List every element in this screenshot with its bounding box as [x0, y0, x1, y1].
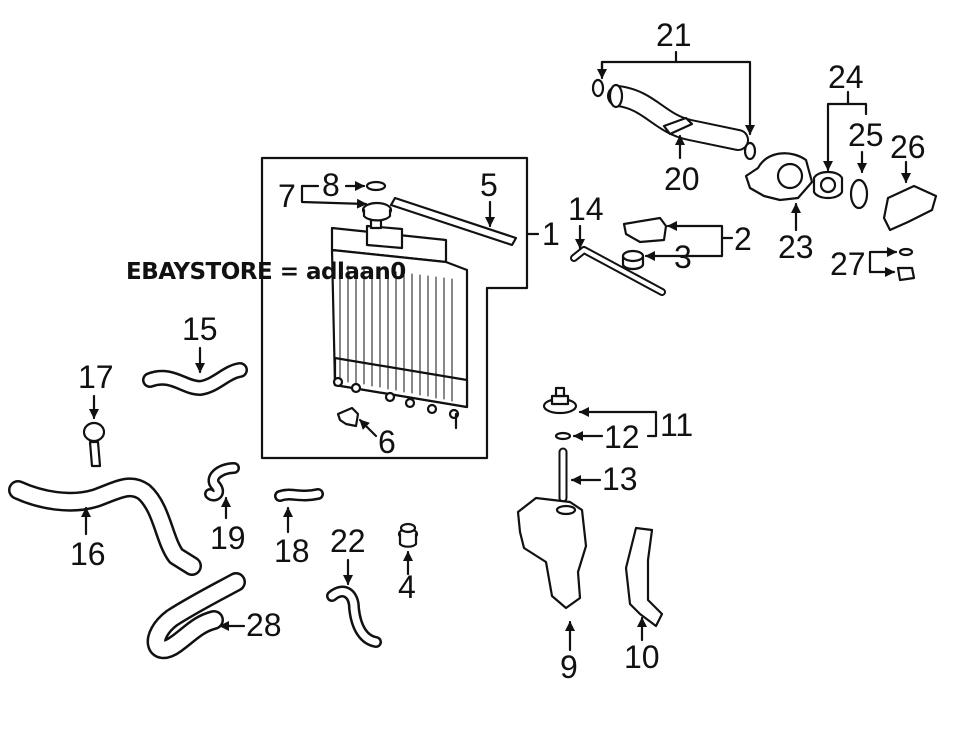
callout-23: 23 — [778, 229, 814, 265]
callout-24: 24 — [828, 59, 864, 95]
callout-1: 1 — [542, 216, 560, 252]
callout-13: 13 — [602, 461, 638, 497]
hose-18 — [274, 488, 324, 502]
reservoir-washer — [554, 431, 572, 441]
cap-seal-ring — [365, 180, 387, 192]
leader-lines — [81, 50, 911, 652]
bushing — [397, 522, 419, 548]
callout-18: 18 — [274, 533, 310, 569]
callout-16: 16 — [70, 536, 106, 572]
callout-3: 3 — [674, 239, 692, 275]
callout-17: 17 — [78, 359, 114, 395]
radiator-cap — [361, 201, 393, 222]
o-ring-right — [743, 141, 757, 161]
hose-28 — [146, 572, 246, 660]
callout-27: 27 — [830, 246, 866, 282]
radiator-seal-strip — [389, 196, 518, 247]
hose-clamp — [82, 421, 106, 468]
callout-21: 21 — [656, 17, 692, 53]
callout-11: 11 — [660, 407, 693, 443]
callout-4: 4 — [398, 569, 416, 605]
callout-12: 12 — [604, 419, 640, 455]
callout-15: 15 — [182, 311, 218, 347]
callout-25: 25 — [848, 117, 884, 153]
callout-7: 7 — [278, 178, 296, 214]
reservoir-bracket — [624, 526, 664, 628]
radiator-assembly-frame — [260, 156, 529, 460]
thermostat-gasket — [849, 178, 869, 210]
reservoir-cap — [542, 386, 578, 415]
water-inlet-pipe — [607, 83, 749, 151]
thermostat — [812, 170, 844, 200]
callout-6: 6 — [378, 424, 396, 460]
callout-22: 22 — [330, 523, 366, 559]
callout-2: 2 — [734, 221, 752, 257]
callout-8: 8 — [322, 167, 340, 203]
hose-22 — [326, 585, 382, 648]
radiator-core — [330, 214, 469, 430]
hose-19 — [204, 462, 240, 502]
coolant-reservoir — [516, 496, 588, 610]
lower-radiator-mount — [336, 406, 360, 428]
bleed-washer — [898, 247, 914, 257]
callout-5: 5 — [480, 167, 498, 203]
callout-28: 28 — [246, 607, 282, 643]
callout-26: 26 — [890, 129, 926, 165]
callout-10: 10 — [624, 639, 660, 675]
callout-20: 20 — [664, 161, 700, 197]
callout-19: 19 — [210, 520, 246, 556]
watermark-text: EBAYSTORE = adlaan0 — [126, 259, 406, 285]
water-outlet — [882, 184, 938, 232]
bleed-bolt — [896, 266, 916, 282]
overflow-tube — [570, 246, 666, 296]
mount-cushion — [621, 249, 645, 271]
callout-14: 14 — [568, 191, 604, 227]
hose-15 — [142, 362, 248, 396]
callout-9: 9 — [560, 649, 578, 685]
upper-mount-bracket — [622, 216, 668, 244]
o-ring-left — [591, 78, 605, 98]
lower-radiator-hose — [8, 477, 202, 576]
